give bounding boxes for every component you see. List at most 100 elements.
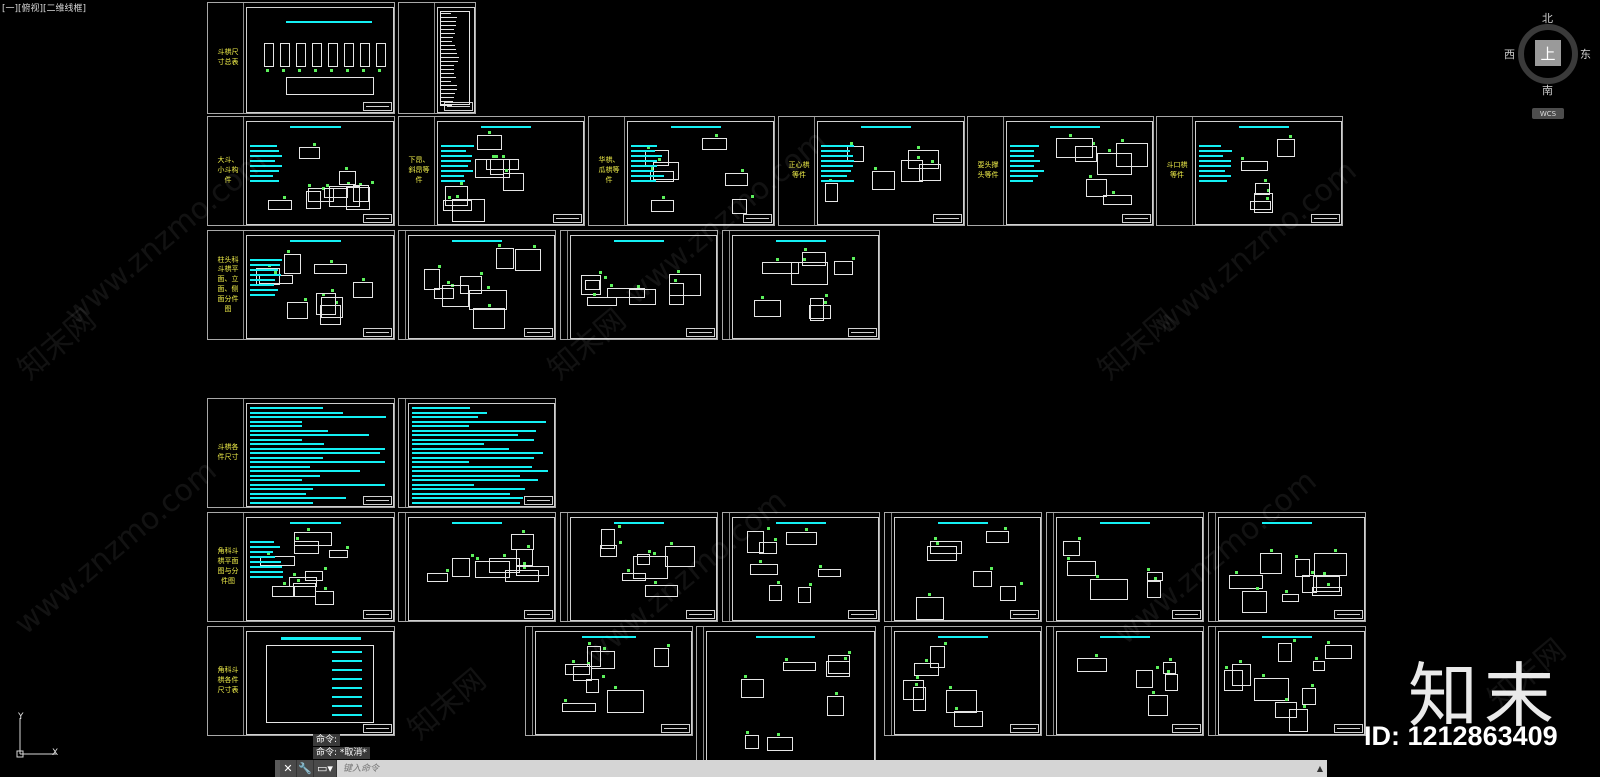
component-drawing [442, 285, 470, 308]
drawing-sheet[interactable]: 柱头科斗栱平面、立面、侧面分件图 [207, 230, 395, 340]
dimension-mark [924, 658, 928, 662]
component-drawing [296, 43, 306, 67]
component-drawing [503, 173, 525, 192]
component-drawing [954, 710, 984, 727]
text-line [412, 429, 536, 432]
sheet-heading [451, 240, 503, 242]
sheet-heading [756, 636, 815, 638]
note-line [1010, 160, 1040, 162]
compass-south[interactable]: 南 [1542, 84, 1553, 97]
dimension-mark [297, 578, 301, 582]
drawing-sheet[interactable] [884, 626, 1042, 736]
component-drawing [433, 288, 455, 300]
compass-west[interactable]: 西 [1504, 48, 1515, 61]
drawing-sheet[interactable]: 华栱、瓜栱等件 [588, 116, 775, 226]
text-line [440, 53, 458, 54]
drawing-sheet[interactable]: 斗栱尺寸总表 [207, 2, 395, 114]
text-line [412, 407, 471, 409]
drawing-sheet[interactable] [525, 626, 693, 736]
drawing-sheet[interactable] [722, 512, 880, 622]
drawing-sheet[interactable]: 斗栱各件尺寸 [207, 398, 395, 508]
dimension-mark [476, 557, 479, 561]
close-icon[interactable]: ✕ [280, 760, 297, 777]
dimension-mark [322, 292, 326, 296]
dimension-mark [843, 657, 847, 661]
drawing-sheet[interactable]: 下昂、斜昂等件 [398, 116, 585, 226]
note-line [441, 155, 472, 157]
sheet-binding-strip [698, 627, 704, 775]
text-line [250, 465, 310, 468]
sheet-binding-strip [1210, 513, 1216, 621]
dimension-mark [274, 270, 278, 274]
component-drawing [286, 301, 308, 320]
dimension-mark [654, 581, 658, 585]
text-line [250, 488, 314, 490]
wcs-menu[interactable]: WCS [1532, 108, 1564, 119]
text-line [250, 438, 303, 441]
drawing-sheet[interactable] [722, 230, 880, 340]
sheet-heading [670, 126, 722, 128]
drawing-sheet[interactable] [696, 626, 876, 776]
component-drawing [1312, 586, 1343, 597]
drawing-sheet[interactable] [884, 512, 1042, 622]
note-line [250, 269, 278, 271]
command-history-line: 命令: *取消* [313, 747, 370, 759]
dimension-mark [674, 279, 678, 283]
drawing-sheet[interactable] [1046, 626, 1204, 736]
drawing-sheet[interactable]: 大斗、小斗构件 [207, 116, 395, 226]
component-drawing [930, 645, 946, 669]
drawing-sheet[interactable]: 角科斗栱平面图与分件图 [207, 512, 395, 622]
title-block [1010, 610, 1039, 619]
dimension-mark [652, 552, 656, 556]
sheet-binding-strip [238, 627, 244, 735]
dimension-mark [1323, 571, 1327, 575]
drawing-sheet[interactable] [560, 230, 718, 340]
dimension-mark [502, 155, 506, 159]
viewcube-ring[interactable] [1518, 24, 1578, 84]
note-line [250, 155, 283, 157]
note-line [1199, 150, 1232, 152]
drawing-sheet[interactable]: 斗口栱等件 [1156, 116, 1343, 226]
drawing-sheet[interactable]: 耍头撑头等件 [967, 116, 1154, 226]
compass-north[interactable]: 北 [1542, 12, 1553, 25]
command-input[interactable] [337, 760, 1313, 777]
component-drawing [1282, 594, 1300, 603]
drawing-sheet[interactable] [398, 230, 556, 340]
chevron-up-icon[interactable]: ▲ [1316, 764, 1324, 773]
command-prompt-icon[interactable]: ▭▾ [314, 760, 337, 777]
text-line [412, 474, 521, 477]
viewport-label[interactable]: [一][俯视][二维线框] [2, 4, 87, 14]
wrench-icon[interactable]: 🔧 [297, 760, 314, 777]
drawing-sheet[interactable] [398, 512, 556, 622]
text-line [250, 425, 303, 427]
viewcube-top-face[interactable]: 上 [1535, 40, 1561, 66]
ucs-y-label: Y [18, 712, 24, 722]
component-drawing [985, 530, 1009, 543]
sheet-side-title: 角科斗栱各件尺寸表 [217, 666, 239, 694]
drawing-sheet[interactable] [398, 2, 476, 114]
drawing-sheet[interactable] [560, 512, 718, 622]
component-drawing [827, 695, 845, 717]
command-bar-grip[interactable] [275, 760, 280, 777]
dimension-mark [329, 260, 333, 264]
drawing-sheet[interactable] [1046, 512, 1204, 622]
drawing-sheet[interactable] [398, 398, 556, 508]
drawing-sheet[interactable]: 正心栱等件 [778, 116, 965, 226]
drawing-sheet[interactable] [1208, 626, 1366, 736]
dimension-mark [345, 166, 349, 170]
brand-logo: 知末 [1408, 655, 1560, 737]
component-drawing [581, 274, 602, 296]
text-line [250, 470, 360, 472]
sheet-heading [1099, 522, 1151, 524]
note-line [441, 145, 475, 147]
component-drawing [1067, 560, 1096, 577]
component-drawing [1259, 552, 1282, 575]
drawing-sheet[interactable] [1208, 512, 1366, 622]
component-drawing [268, 199, 292, 210]
component-drawing [1278, 643, 1293, 662]
drawing-sheet[interactable]: 角科斗栱各件尺寸表 [207, 626, 395, 736]
viewcube[interactable]: 北 南 东 西 上 [1504, 12, 1591, 97]
note-line [441, 180, 465, 182]
compass-east[interactable]: 东 [1580, 48, 1591, 61]
sheet-side-title: 斗栱尺寸总表 [217, 48, 239, 66]
